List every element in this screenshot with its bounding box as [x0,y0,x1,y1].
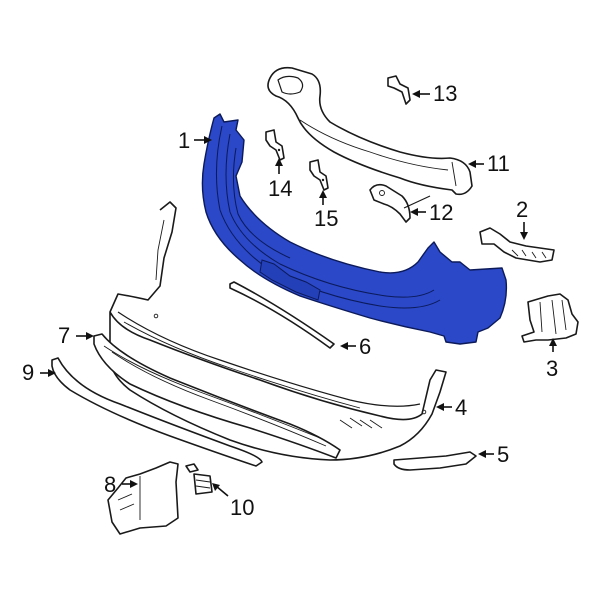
callout-10[interactable]: 10 [230,495,255,520]
callout-7[interactable]: 7 [58,323,71,348]
callout-11[interactable]: 11 [487,151,510,176]
callout-12[interactable]: 12 [429,200,454,225]
callout-9[interactable]: 9 [22,360,35,385]
callout-8[interactable]: 8 [104,472,117,497]
part-3-side-guide[interactable] [521,293,579,343]
callout-2[interactable]: 2 [516,197,529,222]
part-9-lower-trim[interactable] [51,357,263,467]
callout-14[interactable]: 14 [268,176,293,201]
callout-5[interactable]: 5 [497,442,510,467]
leader-arrows [40,90,557,497]
part-12-side-bracket[interactable] [369,183,431,223]
callout-13[interactable]: 13 [433,81,458,106]
callout-4[interactable]: 4 [455,395,468,420]
part-11-reinforcement-beam[interactable] [267,66,473,196]
callout-3[interactable]: 3 [546,356,559,381]
callout-1[interactable]: 1 [178,128,191,153]
part-5-corner-trim[interactable] [393,451,477,471]
part-15-bracket[interactable] [309,159,329,191]
part-2-side-support[interactable] [479,227,555,263]
part-7-skid-plate[interactable] [93,333,341,459]
part-1-bumper-cover[interactable] [201,113,508,345]
callout-15[interactable]: 15 [314,206,339,231]
part-6-trim-strip[interactable] [229,281,335,349]
part-14-bracket[interactable] [265,129,285,161]
part-8-splash-shield[interactable] [107,461,179,535]
part-10-grille-insert[interactable] [185,463,213,495]
callout-6[interactable]: 6 [359,334,372,359]
part-13-bracket[interactable] [387,75,411,105]
